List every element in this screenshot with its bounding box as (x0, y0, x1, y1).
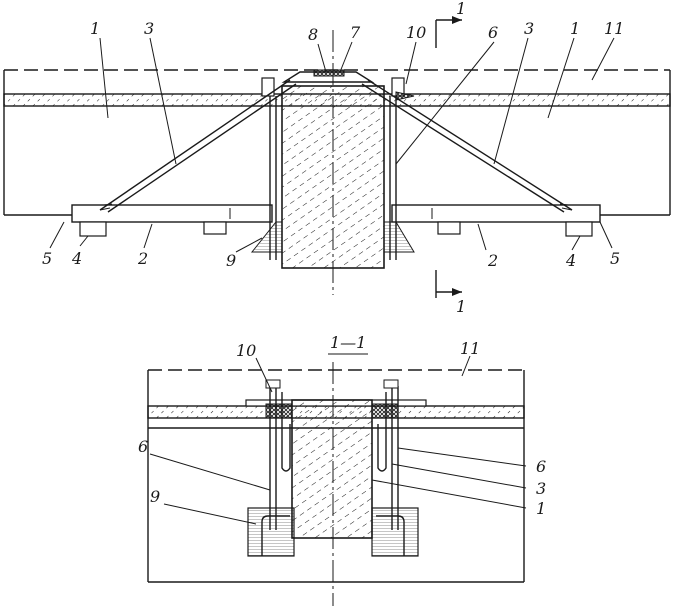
support-plate-left (71, 204, 273, 223)
section-label-6-left: 6 (138, 437, 148, 456)
label-4-left: 4 (71, 249, 82, 268)
section-bracket-left (247, 507, 295, 557)
section-label-6-right: 6 (536, 457, 546, 476)
section-arrowhead-bottom (452, 288, 462, 296)
label-5-left: 5 (42, 249, 52, 268)
label-5-right: 5 (610, 249, 620, 268)
leader-2b (477, 223, 487, 251)
leader-8 (317, 43, 327, 73)
bracket-right (383, 221, 415, 253)
cap-pad (313, 69, 345, 77)
tie-rod-left-a (99, 79, 291, 211)
leader-11 (591, 37, 615, 81)
leader-10 (405, 41, 417, 85)
label-1-left: 1 (90, 19, 100, 38)
leader-3b (493, 37, 529, 165)
label-4-right: 4 (565, 251, 576, 270)
leader-4a (79, 235, 89, 247)
section-label-10: 10 (236, 341, 256, 360)
section-hook-left (281, 392, 291, 472)
label-section-bottom: 1 (456, 297, 466, 316)
label-10: 10 (406, 23, 426, 42)
leader-4b (571, 235, 581, 251)
leader-3a (149, 37, 177, 165)
rod-anchor-left (99, 203, 113, 211)
support-plate-right (391, 204, 601, 223)
label-2-left: 2 (137, 249, 148, 268)
section-view: 1—1 (138, 333, 546, 606)
section-pad-left (265, 403, 293, 419)
label-8: 8 (308, 25, 318, 44)
leader-1b (547, 37, 575, 119)
section-bracket-right (371, 507, 419, 557)
section-arrowhead-top (452, 16, 462, 24)
section-leader-3 (391, 463, 527, 489)
label-3-right: 3 (524, 19, 534, 38)
tie-rod-right-b (361, 83, 565, 213)
section-angle-right (376, 515, 405, 556)
elevation-view: 1 3 8 7 10 6 3 1 11 1 5 4 2 9 2 4 5 1 (3, 0, 671, 316)
shim-right-inner (437, 221, 461, 235)
leader-5b (599, 221, 613, 249)
label-3-left: 3 (144, 19, 154, 38)
leader-7 (339, 41, 353, 73)
shim-left-inner (203, 221, 227, 235)
leader-9 (235, 237, 263, 253)
section-column (291, 399, 373, 539)
wedge-right (395, 91, 415, 101)
leader-2a (143, 223, 153, 249)
leader-1a (99, 37, 109, 119)
nut-left (261, 77, 275, 97)
section-leader-6a (149, 453, 271, 491)
section-leader-1 (371, 479, 527, 509)
section-title: 1—1 (330, 333, 366, 352)
bracket-left (250, 221, 283, 253)
section-label-9: 9 (150, 487, 160, 506)
section-label-3: 3 (536, 479, 546, 498)
section-pad-right (371, 403, 399, 419)
tie-rod-right-a (367, 79, 573, 211)
leader-6 (395, 41, 495, 165)
label-section-top: 1 (456, 0, 466, 18)
label-2-right: 2 (487, 251, 498, 270)
shim-left-outer (79, 221, 107, 237)
label-1-right: 1 (570, 19, 580, 38)
section-nut-right (383, 379, 399, 389)
section-leader-11 (461, 355, 471, 377)
shim-right-outer (565, 221, 593, 237)
section-label-1: 1 (536, 499, 546, 518)
label-11: 11 (604, 19, 624, 38)
label-7: 7 (350, 23, 361, 42)
rod-anchor-right (559, 203, 573, 211)
label-9: 9 (226, 251, 236, 270)
tie-rod-left-b (107, 83, 297, 213)
section-hook-right (377, 392, 387, 472)
section-leader-9 (163, 503, 257, 525)
section-leader-10 (255, 357, 273, 393)
label-6: 6 (488, 23, 498, 42)
section-nut-left (265, 379, 281, 389)
leader-5a (49, 221, 65, 249)
section-angle-left (261, 515, 290, 556)
section-leader-6b (397, 447, 527, 467)
section-label-11: 11 (460, 339, 480, 358)
